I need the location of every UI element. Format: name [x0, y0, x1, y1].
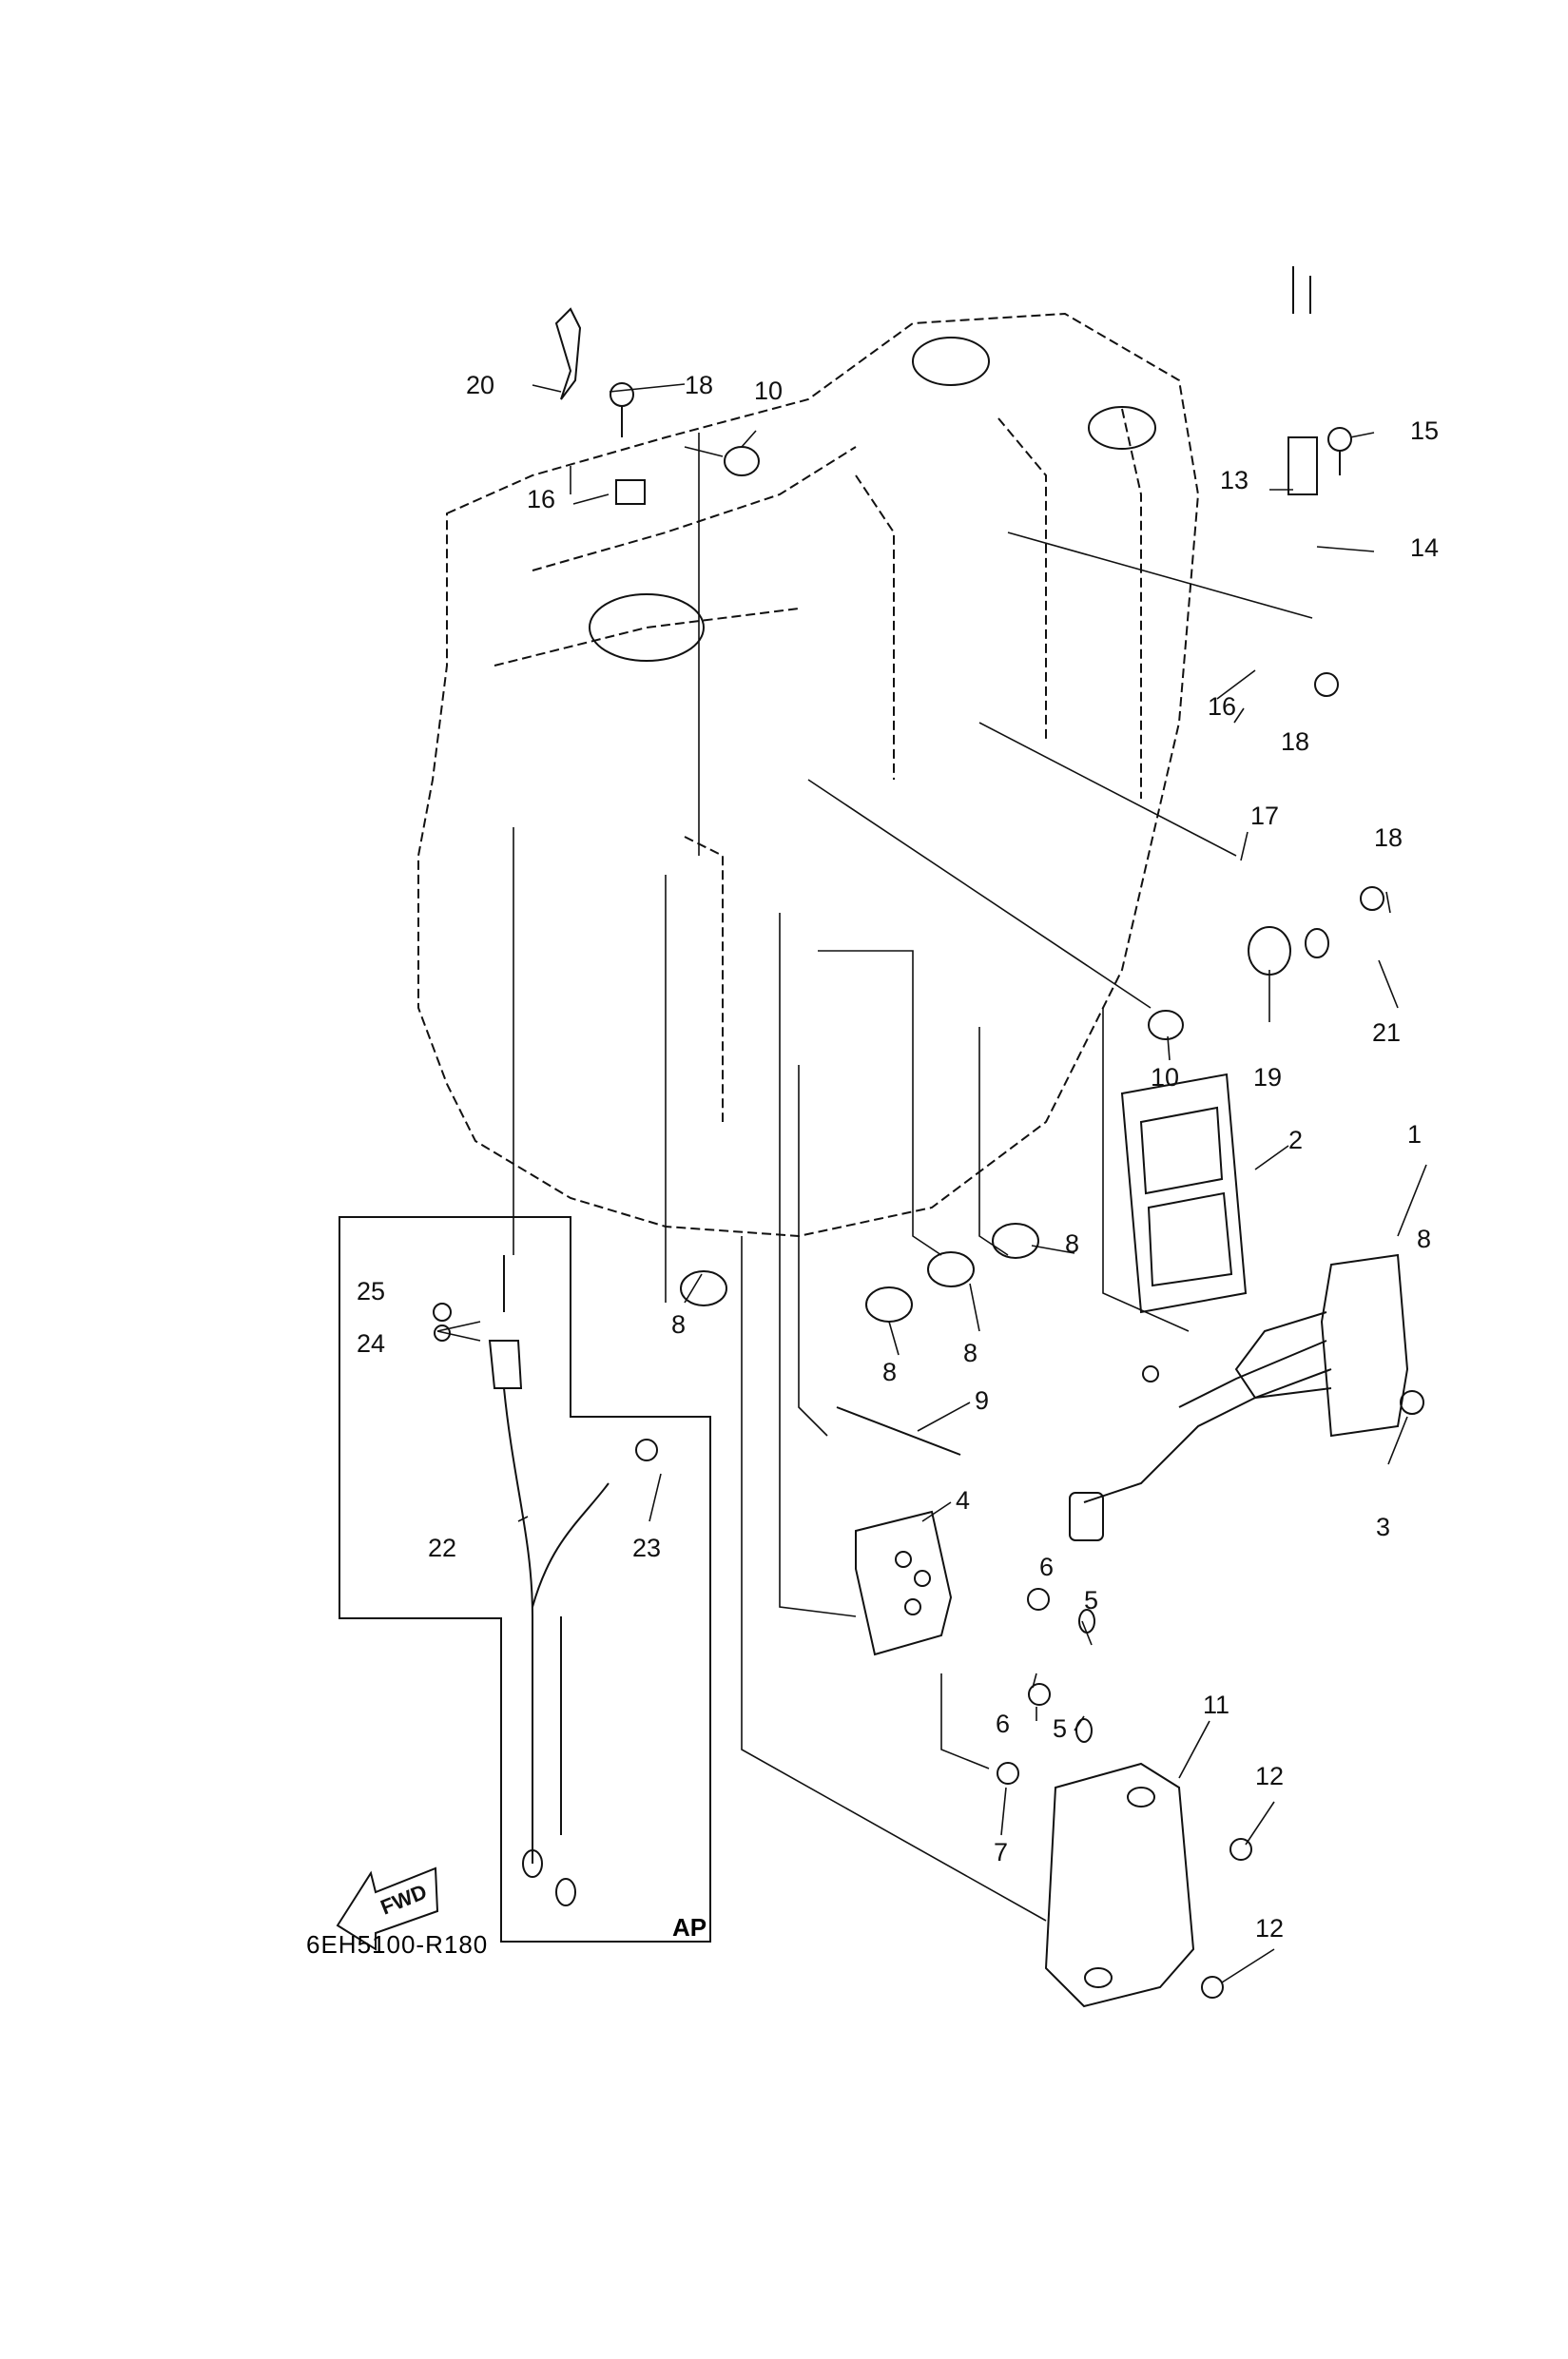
callout-8: 8	[1065, 1229, 1080, 1258]
engine-boss	[912, 337, 990, 386]
callout-23: 23	[632, 1534, 662, 1562]
fwd-arrow	[336, 1866, 439, 1951]
drawing-code: 6EH5100-R180	[306, 1930, 489, 1959]
callout-12: 12	[1255, 1914, 1285, 1943]
callout-10: 10	[1151, 1063, 1180, 1092]
callout-8: 8	[1417, 1225, 1432, 1253]
callout-24: 24	[357, 1329, 386, 1358]
callout-15: 15	[1410, 416, 1440, 445]
ground-lead	[488, 1255, 610, 1906]
relay-block	[855, 1510, 953, 1656]
ap-subassembly-frame	[339, 1216, 711, 1943]
engine-block	[417, 312, 1200, 1238]
callout-18: 18	[1374, 823, 1403, 852]
callout-16: 16	[1208, 692, 1237, 721]
gasket	[1120, 1073, 1248, 1314]
fasteners	[433, 266, 1424, 1999]
callout-12: 12	[1255, 1762, 1285, 1790]
callout-22: 22	[428, 1534, 457, 1562]
callout-11: 11	[1203, 1691, 1230, 1719]
callout-21: 21	[1372, 1018, 1402, 1047]
callout-7: 7	[994, 1838, 1009, 1866]
fwd-label-wrap: FWD	[377, 1880, 431, 1920]
callout-ticks	[436, 383, 1427, 1983]
callout-13: 13	[1220, 466, 1249, 494]
callout-5: 5	[1084, 1586, 1099, 1615]
callout-3: 3	[1376, 1513, 1391, 1541]
callout-1: 1	[1407, 1120, 1423, 1149]
cover-plate	[1044, 1762, 1195, 2008]
callout-17: 17	[1250, 802, 1280, 830]
callout-8: 8	[882, 1358, 898, 1386]
subassembly-label: AP	[672, 1913, 707, 1942]
callout-6: 6	[1039, 1553, 1055, 1581]
engine-boss	[589, 593, 705, 662]
callout-9: 9	[975, 1386, 990, 1415]
callout-2: 2	[1288, 1126, 1304, 1154]
ecu-unit	[1069, 1253, 1409, 1541]
callout-5: 5	[1053, 1714, 1068, 1743]
leader-lines	[513, 433, 1313, 1922]
engine-boss	[1088, 406, 1156, 450]
fwd-label: FWD	[377, 1880, 431, 1920]
callout-8: 8	[963, 1339, 978, 1367]
callout-10: 10	[754, 377, 784, 405]
callout-14: 14	[1410, 533, 1440, 562]
callout-8: 8	[671, 1310, 687, 1339]
callout-20: 20	[466, 371, 495, 399]
callout-18: 18	[685, 371, 714, 399]
callout-16: 16	[527, 485, 556, 513]
callout-19: 19	[1253, 1063, 1283, 1092]
callout-25: 25	[357, 1277, 386, 1305]
callout-6: 6	[996, 1710, 1011, 1738]
callout-4: 4	[956, 1486, 971, 1515]
callout-18: 18	[1281, 727, 1310, 756]
